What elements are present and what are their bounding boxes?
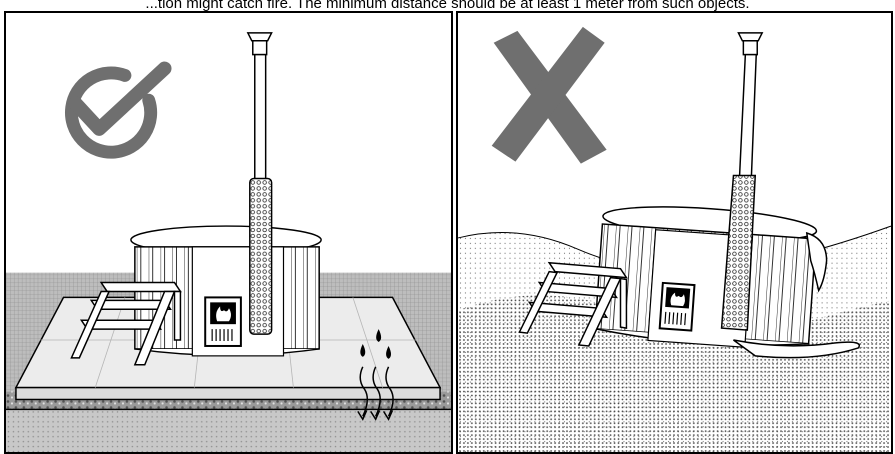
checkmark-circle-icon bbox=[71, 68, 164, 152]
correct-placement-drawing bbox=[6, 13, 451, 452]
correct-placement-panel bbox=[4, 11, 453, 454]
cross-icon bbox=[492, 27, 607, 164]
incorrect-placement-drawing bbox=[458, 13, 891, 452]
chimney bbox=[248, 33, 272, 334]
hot-tub bbox=[595, 201, 818, 351]
incorrect-placement-panel bbox=[456, 11, 893, 454]
